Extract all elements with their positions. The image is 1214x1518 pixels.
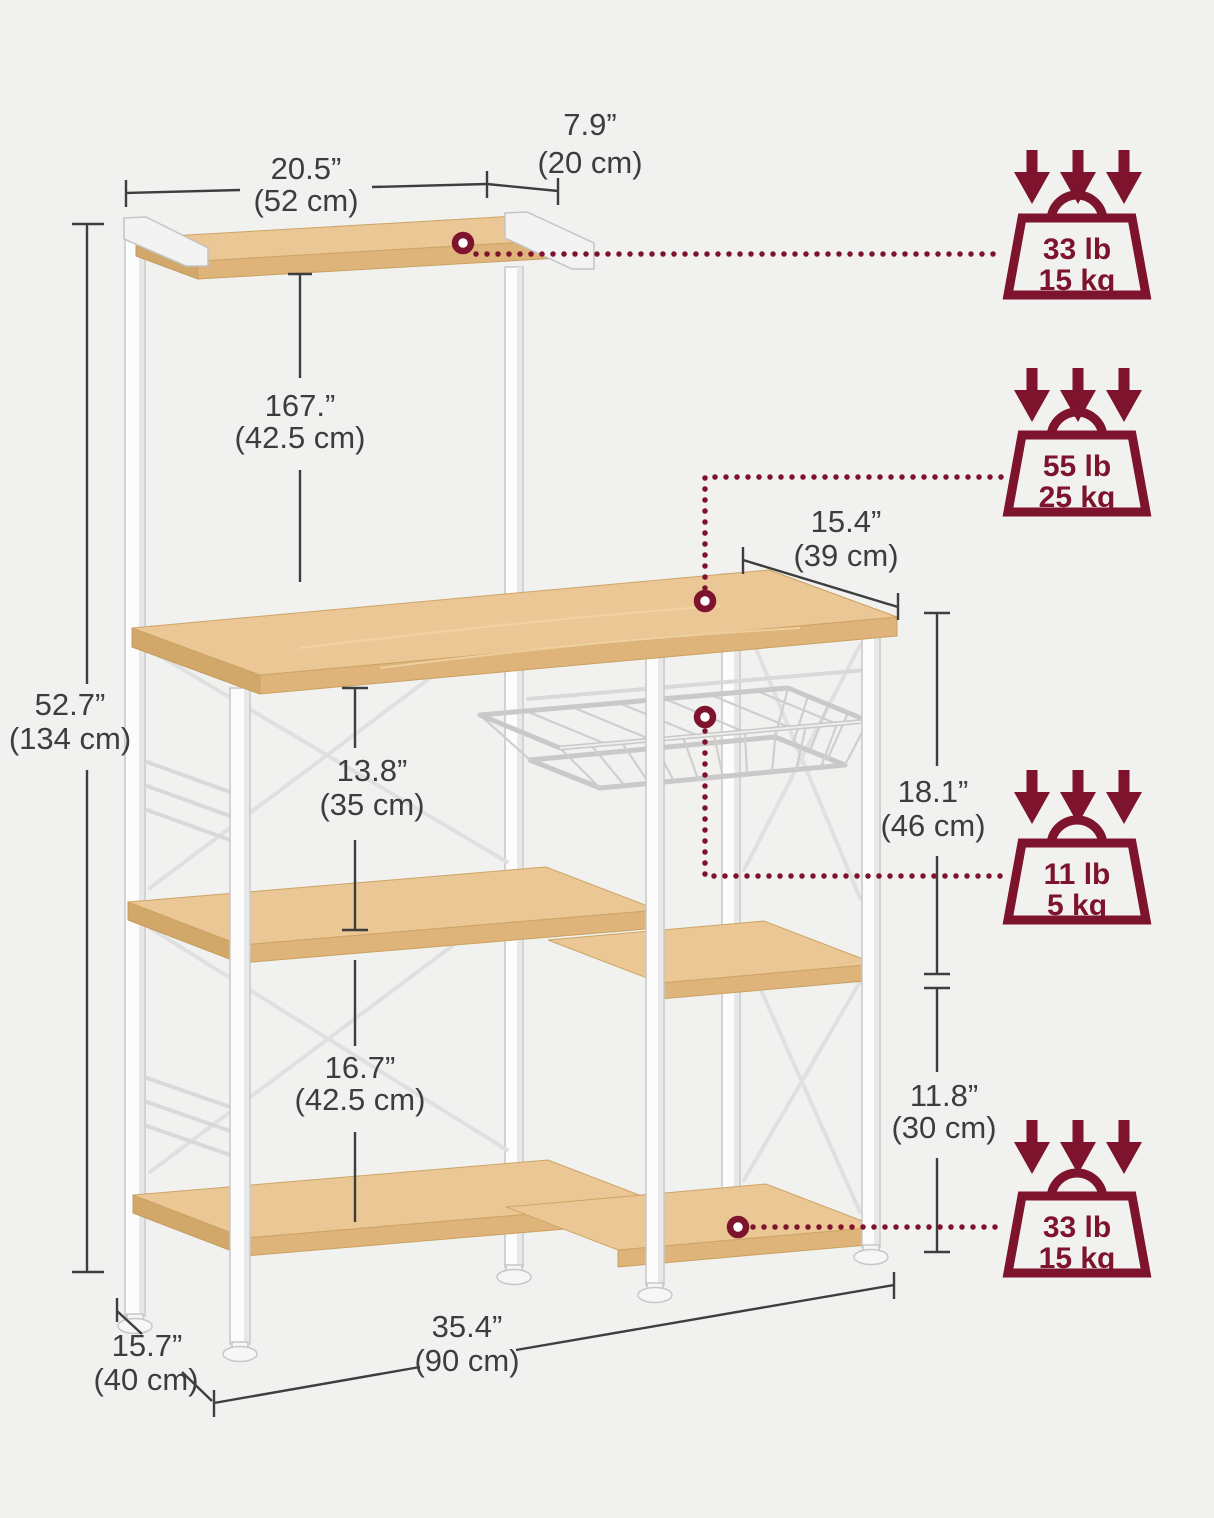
dim-label: (46 cm) — [880, 808, 985, 843]
triple-down-arrows-icon — [1014, 368, 1142, 422]
front-feet — [222, 1244, 889, 1363]
dim-label: (52 cm) — [253, 183, 358, 218]
weight-handle-icon — [1046, 407, 1108, 439]
dim-right-upper-height: 18.1” (46 cm) — [880, 611, 986, 990]
triple-down-arrows-icon — [1014, 150, 1142, 204]
middle-left-shelf — [127, 866, 659, 964]
dim-worktop-depth: 15.4” (39 cm) — [741, 504, 900, 620]
dim-label: 20.5” — [271, 151, 342, 186]
dim-label: (42.5 cm) — [235, 420, 366, 455]
dim-unit-depth: 15.7” (40 cm) — [93, 1298, 213, 1402]
dim-total-height: 52.7” (134 cm) — [9, 222, 131, 1274]
dim-hutch-clearance: 167.” (42.5 cm) — [235, 272, 366, 582]
weight-body-icon — [1002, 213, 1152, 300]
dim-label: 16.7” — [325, 1050, 396, 1085]
leader-worktop — [702, 474, 1007, 591]
dim-label: 15.7” — [112, 1328, 183, 1363]
dim-label: 52.7” — [35, 687, 106, 722]
load-kg: 25 kg — [1039, 481, 1116, 514]
load-lb: 33 lb — [1043, 1211, 1111, 1244]
dim-label: (42.5 cm) — [295, 1082, 426, 1117]
weight-handle-icon — [1046, 815, 1108, 847]
wire-basket[interactable] — [477, 668, 871, 791]
dim-worktop-to-mid-shelf: 13.8” (35 cm) — [319, 686, 425, 932]
load-lb: 55 lb — [1043, 450, 1111, 483]
right-shelf-bracket — [504, 211, 595, 270]
load-kg: 5 kg — [1047, 889, 1107, 922]
leader-wire-basket — [702, 728, 1007, 879]
side-ladder-rails — [145, 760, 235, 1158]
dim-label: (30 cm) — [891, 1110, 996, 1145]
dim-mid-to-bottom-shelf: 16.7” (42.5 cm) — [295, 960, 426, 1222]
weight-body-icon — [1002, 1191, 1152, 1278]
dim-label: (20 cm) — [537, 145, 642, 180]
ring-marker-bottom-shelf — [726, 1215, 750, 1239]
dim-label: 13.8” — [337, 753, 408, 788]
weight-body-icon — [1002, 838, 1152, 925]
dim-label: 11.8” — [910, 1078, 978, 1113]
dim-label: 35.4” — [432, 1309, 503, 1344]
dim-top-shelf-depth: 7.9” (20 cm) — [486, 107, 643, 205]
weight-body-icon — [1002, 430, 1152, 517]
load-kg: 15 kg — [1039, 264, 1116, 297]
dimension-annotations: 20.5” (52 cm) 7.9” (20 cm) 167.” (42.5 c… — [9, 107, 997, 1417]
load-leader-lines — [451, 231, 1007, 1239]
load-lb: 11 lb — [1044, 858, 1111, 891]
dim-top-shelf-width: 20.5” (52 cm) — [124, 151, 489, 218]
dim-label: 167.” — [265, 388, 336, 423]
dim-label: (39 cm) — [793, 538, 898, 573]
ring-marker-wire-basket — [693, 705, 717, 729]
left-shelf-bracket — [123, 216, 209, 267]
dim-label: (40 cm) — [93, 1362, 198, 1397]
triple-down-arrows-icon — [1014, 1120, 1142, 1174]
dim-unit-width: 35.4” (90 cm) — [212, 1272, 896, 1417]
triple-down-arrows-icon — [1014, 770, 1142, 824]
cross-braces — [148, 618, 862, 1214]
dim-right-lower-height: 11.8” (30 cm) — [891, 988, 997, 1254]
bottom-right-shelf — [505, 1183, 879, 1268]
load-badge-bottom-shelf: 33 lb 15 kg — [1002, 1120, 1152, 1278]
dim-label: (90 cm) — [414, 1343, 519, 1378]
load-kg: 15 kg — [1039, 1242, 1116, 1275]
load-badge-top-shelf: 33 lb 15 kg — [1002, 150, 1152, 300]
weight-handle-icon — [1046, 190, 1108, 222]
front-legs — [222, 634, 889, 1363]
ring-marker-top-shelf — [451, 231, 475, 255]
load-badge-wire-basket: 11 lb 5 kg — [1002, 770, 1152, 925]
dim-label: (134 cm) — [9, 721, 131, 756]
weight-handle-icon — [1046, 1168, 1108, 1200]
hutch-top-shelf — [123, 211, 595, 280]
load-lb: 33 lb — [1043, 233, 1111, 266]
ring-marker-worktop — [693, 589, 717, 613]
load-badge-worktop: 55 lb 25 kg — [1002, 368, 1152, 517]
dim-label: 7.9” — [563, 107, 616, 142]
dim-label: 15.4” — [811, 504, 882, 539]
dim-label: (35 cm) — [319, 787, 424, 822]
dim-label: 18.1” — [898, 774, 969, 809]
bakers-rack — [117, 211, 898, 1363]
